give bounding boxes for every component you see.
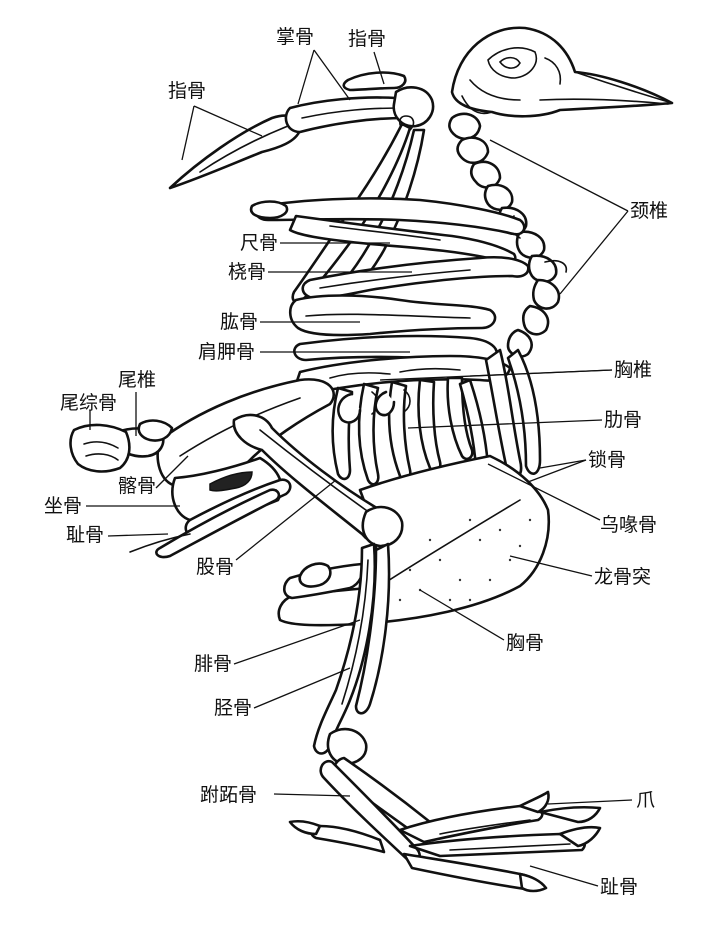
label-coracoid: 乌喙骨 <box>600 514 658 536</box>
label-humerus: 肱骨 <box>220 311 259 333</box>
label-femur: 股骨 <box>196 556 235 578</box>
label-metacarpal: 掌骨 <box>276 26 315 48</box>
label-radius: 桡骨 <box>228 261 267 283</box>
label-ischium: 坐骨 <box>44 495 83 517</box>
pelvis <box>69 378 335 559</box>
cervical-vertebrae <box>448 112 568 358</box>
thorax <box>294 348 542 486</box>
label-phalanx-left: 指骨 <box>168 80 207 102</box>
label-ulna: 尺骨 <box>240 232 279 254</box>
wing <box>168 71 530 337</box>
label-scapula: 肩胛骨 <box>198 341 256 363</box>
leg <box>232 413 602 893</box>
label-clavicle: 锁骨 <box>588 449 627 471</box>
sternum <box>277 454 551 627</box>
label-fibula: 腓骨 <box>194 653 233 675</box>
label-caudal: 尾椎 <box>118 369 157 391</box>
label-rib: 肋骨 <box>604 409 643 431</box>
label-pubis: 耻骨 <box>66 524 105 546</box>
label-phalanx-top: 指骨 <box>348 28 387 50</box>
label-claw: 爪 <box>636 789 656 811</box>
label-keel: 龙骨突 <box>594 566 652 588</box>
label-thoracic: 胸椎 <box>614 359 653 381</box>
label-cervical: 颈椎 <box>630 200 669 222</box>
label-pygostyle: 尾综骨 <box>60 392 118 414</box>
label-tarsometatarsus: 跗跖骨 <box>200 784 258 806</box>
label-sternum: 胸骨 <box>506 632 545 654</box>
label-ilium: 髂骨 <box>118 475 157 497</box>
skull <box>450 26 674 118</box>
label-toe-phalanx: 趾骨 <box>600 876 639 898</box>
leader-lines <box>86 49 633 887</box>
label-tibiotarsus: 胫骨 <box>214 697 253 719</box>
